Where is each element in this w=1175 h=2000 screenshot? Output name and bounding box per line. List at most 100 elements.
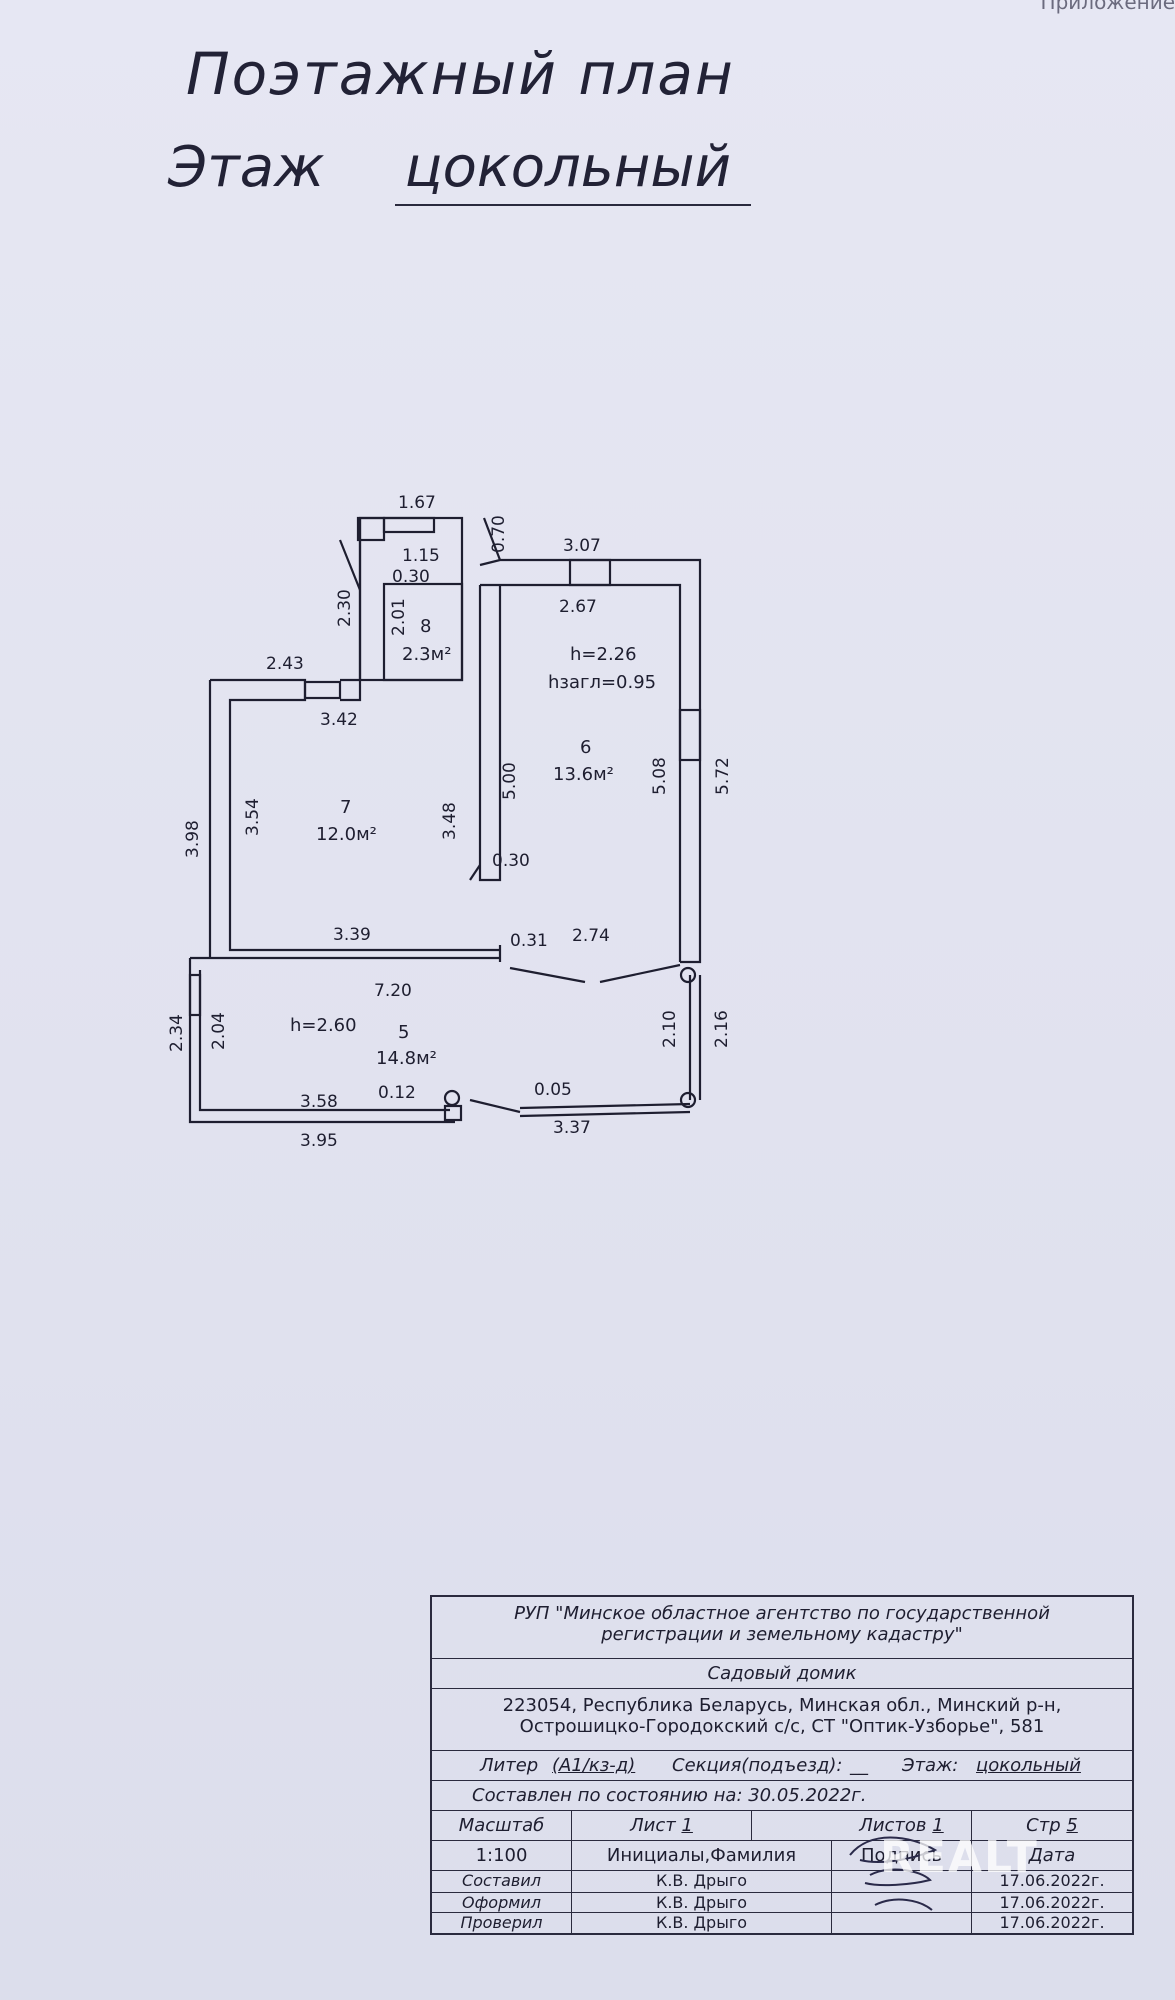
dim-label: 3.54 — [243, 798, 263, 836]
dim-label: 2.04 — [209, 1012, 229, 1050]
dim-label: 0.30 — [392, 567, 430, 587]
sheet-value: 1 — [681, 1815, 693, 1836]
dim-label: 5.00 — [500, 762, 520, 800]
dim-label: 3.98 — [183, 820, 203, 858]
tb-sign-row: Составил К.В. Дрыго 17.06.2022г. — [432, 1871, 1132, 1893]
date-checked: 17.06.2022г. — [999, 1913, 1105, 1932]
room-area: 2.3м² — [402, 644, 451, 665]
sheets-cell: Листов 1 — [832, 1811, 972, 1840]
tb-status-row: Составлен по состоянию на: 30.05.2022г. — [432, 1781, 1132, 1811]
dim-label: 5.72 — [713, 757, 733, 795]
name-formatted: К.В. Дрыго — [572, 1893, 832, 1912]
page-label: Стр — [1026, 1815, 1061, 1836]
tb-organization: РУП "Минское областное агентство по госу… — [432, 1597, 1132, 1659]
dim-label: 2.43 — [266, 654, 304, 674]
col-initials: Инициалы,Фамилия — [572, 1841, 832, 1870]
signature-compiled — [832, 1871, 972, 1892]
dim-label: 5.08 — [650, 757, 670, 795]
dim-label: 0.31 — [510, 931, 548, 951]
floor-line: Этаж цокольный — [168, 135, 751, 206]
page-title: Поэтажный план — [186, 40, 735, 108]
tb-sign-row: Оформил К.В. Дрыго 17.06.2022г. — [432, 1893, 1132, 1913]
tb-floor-value: цокольный — [976, 1755, 1081, 1776]
dim-label: 3.95 — [300, 1131, 338, 1150]
watermark: REALT — [880, 1832, 1039, 1883]
walls — [188, 516, 702, 1124]
room-area: 12.0м² — [316, 824, 377, 845]
room-height: h=2.60 — [290, 1015, 357, 1036]
dim-label: 3.07 — [563, 536, 601, 556]
dim-label: 0.05 — [534, 1080, 572, 1100]
sheets-value: 1 — [932, 1815, 944, 1836]
dim-label: 0.12 — [378, 1083, 416, 1103]
date-formatted: 17.06.2022г. — [999, 1893, 1105, 1912]
tb-object: Садовый домик — [432, 1659, 1132, 1689]
role-formatted: Оформил — [432, 1893, 572, 1912]
col-signature: Подпись — [832, 1841, 972, 1870]
dim-label: 2.16 — [712, 1010, 732, 1048]
dim-label: 3.42 — [320, 710, 358, 730]
tb-scale-row: Масштаб Лист 1 Листов 1 Стр 5 — [432, 1811, 1132, 1841]
room-height: h=2.26 — [570, 644, 637, 665]
floor-plan-drawing: 1.67 0.70 1.15 0.30 3.07 2.30 2.01 2.67 … — [167, 493, 733, 1150]
sheet-label: Лист — [630, 1815, 676, 1836]
dim-label: 1.67 — [398, 493, 436, 513]
address-line-2: Острошицко-Городокский с/с, СТ "Оптик-Уз… — [519, 1716, 1045, 1737]
address-line-1: 223054, Республика Беларусь, Минская обл… — [502, 1695, 1062, 1716]
dim-label: 3.58 — [300, 1092, 338, 1112]
room-ceiling-height: hзагл=0.95 — [548, 672, 656, 693]
floor-label: Этаж — [168, 135, 325, 200]
dim-label: 3.39 — [333, 925, 371, 945]
tb-liter-row: Литер (А1/кз-д) Секция(подъезд): __ Этаж… — [432, 1751, 1132, 1781]
room-labels: 8 2.3м² h=2.26 hзагл=0.95 6 13.6м² 7 12.… — [290, 616, 656, 1069]
room-area: 13.6м² — [553, 764, 614, 785]
dim-label: 3.37 — [553, 1118, 591, 1138]
floor-value: цокольный — [394, 135, 751, 206]
org-line-2: регистрации и земельному кадастру" — [601, 1624, 963, 1645]
liter-value: (А1/кз-д) — [552, 1755, 636, 1776]
title-block: РУП "Минское областное агентство по госу… — [430, 1595, 1134, 1935]
liter-label: Литер — [480, 1755, 539, 1776]
name-checked: К.В. Дрыго — [572, 1913, 832, 1933]
section-label: Секция(подъезд): — [672, 1755, 843, 1776]
dim-label: 2.67 — [559, 597, 597, 617]
dim-label: 0.30 — [492, 851, 530, 871]
role-checked: Проверил — [432, 1913, 572, 1933]
org-line-1: РУП "Минское областное агентство по госу… — [514, 1603, 1050, 1624]
name-compiled: К.В. Дрыго — [572, 1871, 832, 1892]
date-compiled: 17.06.2022г. — [999, 1871, 1105, 1890]
page-value: 5 — [1066, 1815, 1078, 1836]
dim-label: 3.48 — [440, 802, 460, 840]
section-value: __ — [850, 1755, 868, 1776]
role-compiled: Составил — [432, 1871, 572, 1892]
room-number: 8 — [420, 616, 431, 637]
dimension-labels: 1.67 0.70 1.15 0.30 3.07 2.30 2.01 2.67 … — [167, 493, 733, 1150]
dim-label: 0.70 — [489, 515, 509, 553]
dim-label: 2.30 — [335, 589, 355, 627]
dim-label: 2.74 — [572, 926, 610, 946]
room-number: 5 — [398, 1022, 409, 1043]
tb-address: 223054, Республика Беларусь, Минская обл… — [432, 1689, 1132, 1751]
scale-label: Масштаб — [432, 1811, 572, 1840]
status-date: Составлен по состоянию на: 30.05.2022г. — [472, 1785, 867, 1806]
signature-formatted — [832, 1893, 972, 1912]
dim-label: 2.10 — [660, 1010, 680, 1048]
corner-label: Приложение — [1040, 0, 1175, 14]
dim-label: 2.01 — [389, 598, 409, 636]
sheet-cell: Лист 1 — [572, 1811, 752, 1840]
room-number: 6 — [580, 737, 591, 758]
tb-header-row: 1:100 Инициалы,Фамилия Подпись Дата — [432, 1841, 1132, 1871]
signature-scribble — [849, 1836, 938, 1911]
page-cell: Стр 5 — [972, 1811, 1132, 1840]
dim-label: 7.20 — [374, 981, 412, 1001]
dim-label: 2.34 — [167, 1014, 187, 1052]
room-area: 14.8м² — [376, 1048, 437, 1069]
col-date: Дата — [1028, 1845, 1076, 1866]
scale-value: 1:100 — [432, 1841, 572, 1870]
tb-floor-label: Этаж: — [902, 1755, 959, 1776]
tb-sign-row: Проверил К.В. Дрыго 17.06.2022г. — [432, 1913, 1132, 1933]
room-number: 7 — [340, 797, 351, 818]
sheets-label: Листов — [859, 1815, 927, 1836]
signature-checked — [832, 1913, 972, 1933]
